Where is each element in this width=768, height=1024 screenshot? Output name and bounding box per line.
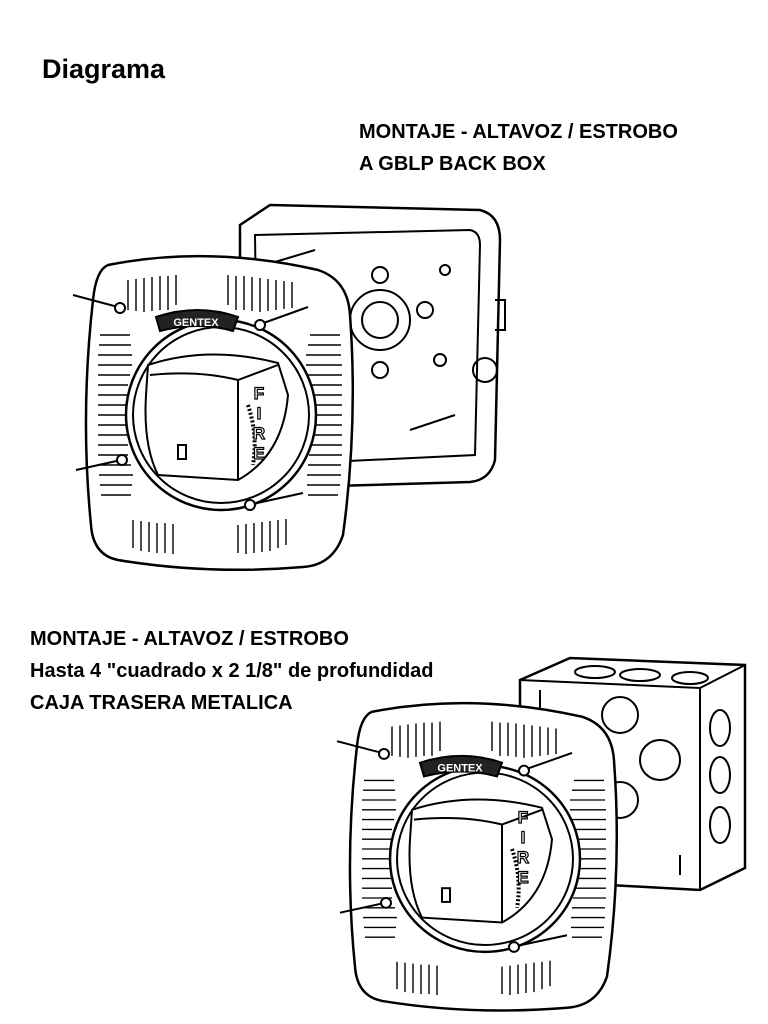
caption-line: CAJA TRASERA METALICA <box>30 692 293 714</box>
caption-line: Hasta 4 "cuadrado x 2 1/8" de profundida… <box>30 660 434 682</box>
caption-line: MONTAJE - ALTAVOZ / ESTROBO <box>359 121 678 143</box>
page-title: Diagrama <box>42 54 166 84</box>
speaker-strobe-device-2 <box>335 701 619 1013</box>
fire-label-device-2: FIRE <box>516 807 530 887</box>
figure-2-caption: MONTAJE - ALTAVOZ / ESTROBO Hasta 4 "cua… <box>30 623 434 719</box>
caption-line: A GBLP BACK BOX <box>359 153 546 175</box>
fire-label-device-1: FIRE <box>252 383 266 463</box>
figure-1-caption: MONTAJE - ALTAVOZ / ESTROBO A GBLP BACK … <box>359 116 678 180</box>
speaker-strobe-device-1 <box>71 254 355 572</box>
caption-line: MONTAJE - ALTAVOZ / ESTROBO <box>30 628 349 650</box>
